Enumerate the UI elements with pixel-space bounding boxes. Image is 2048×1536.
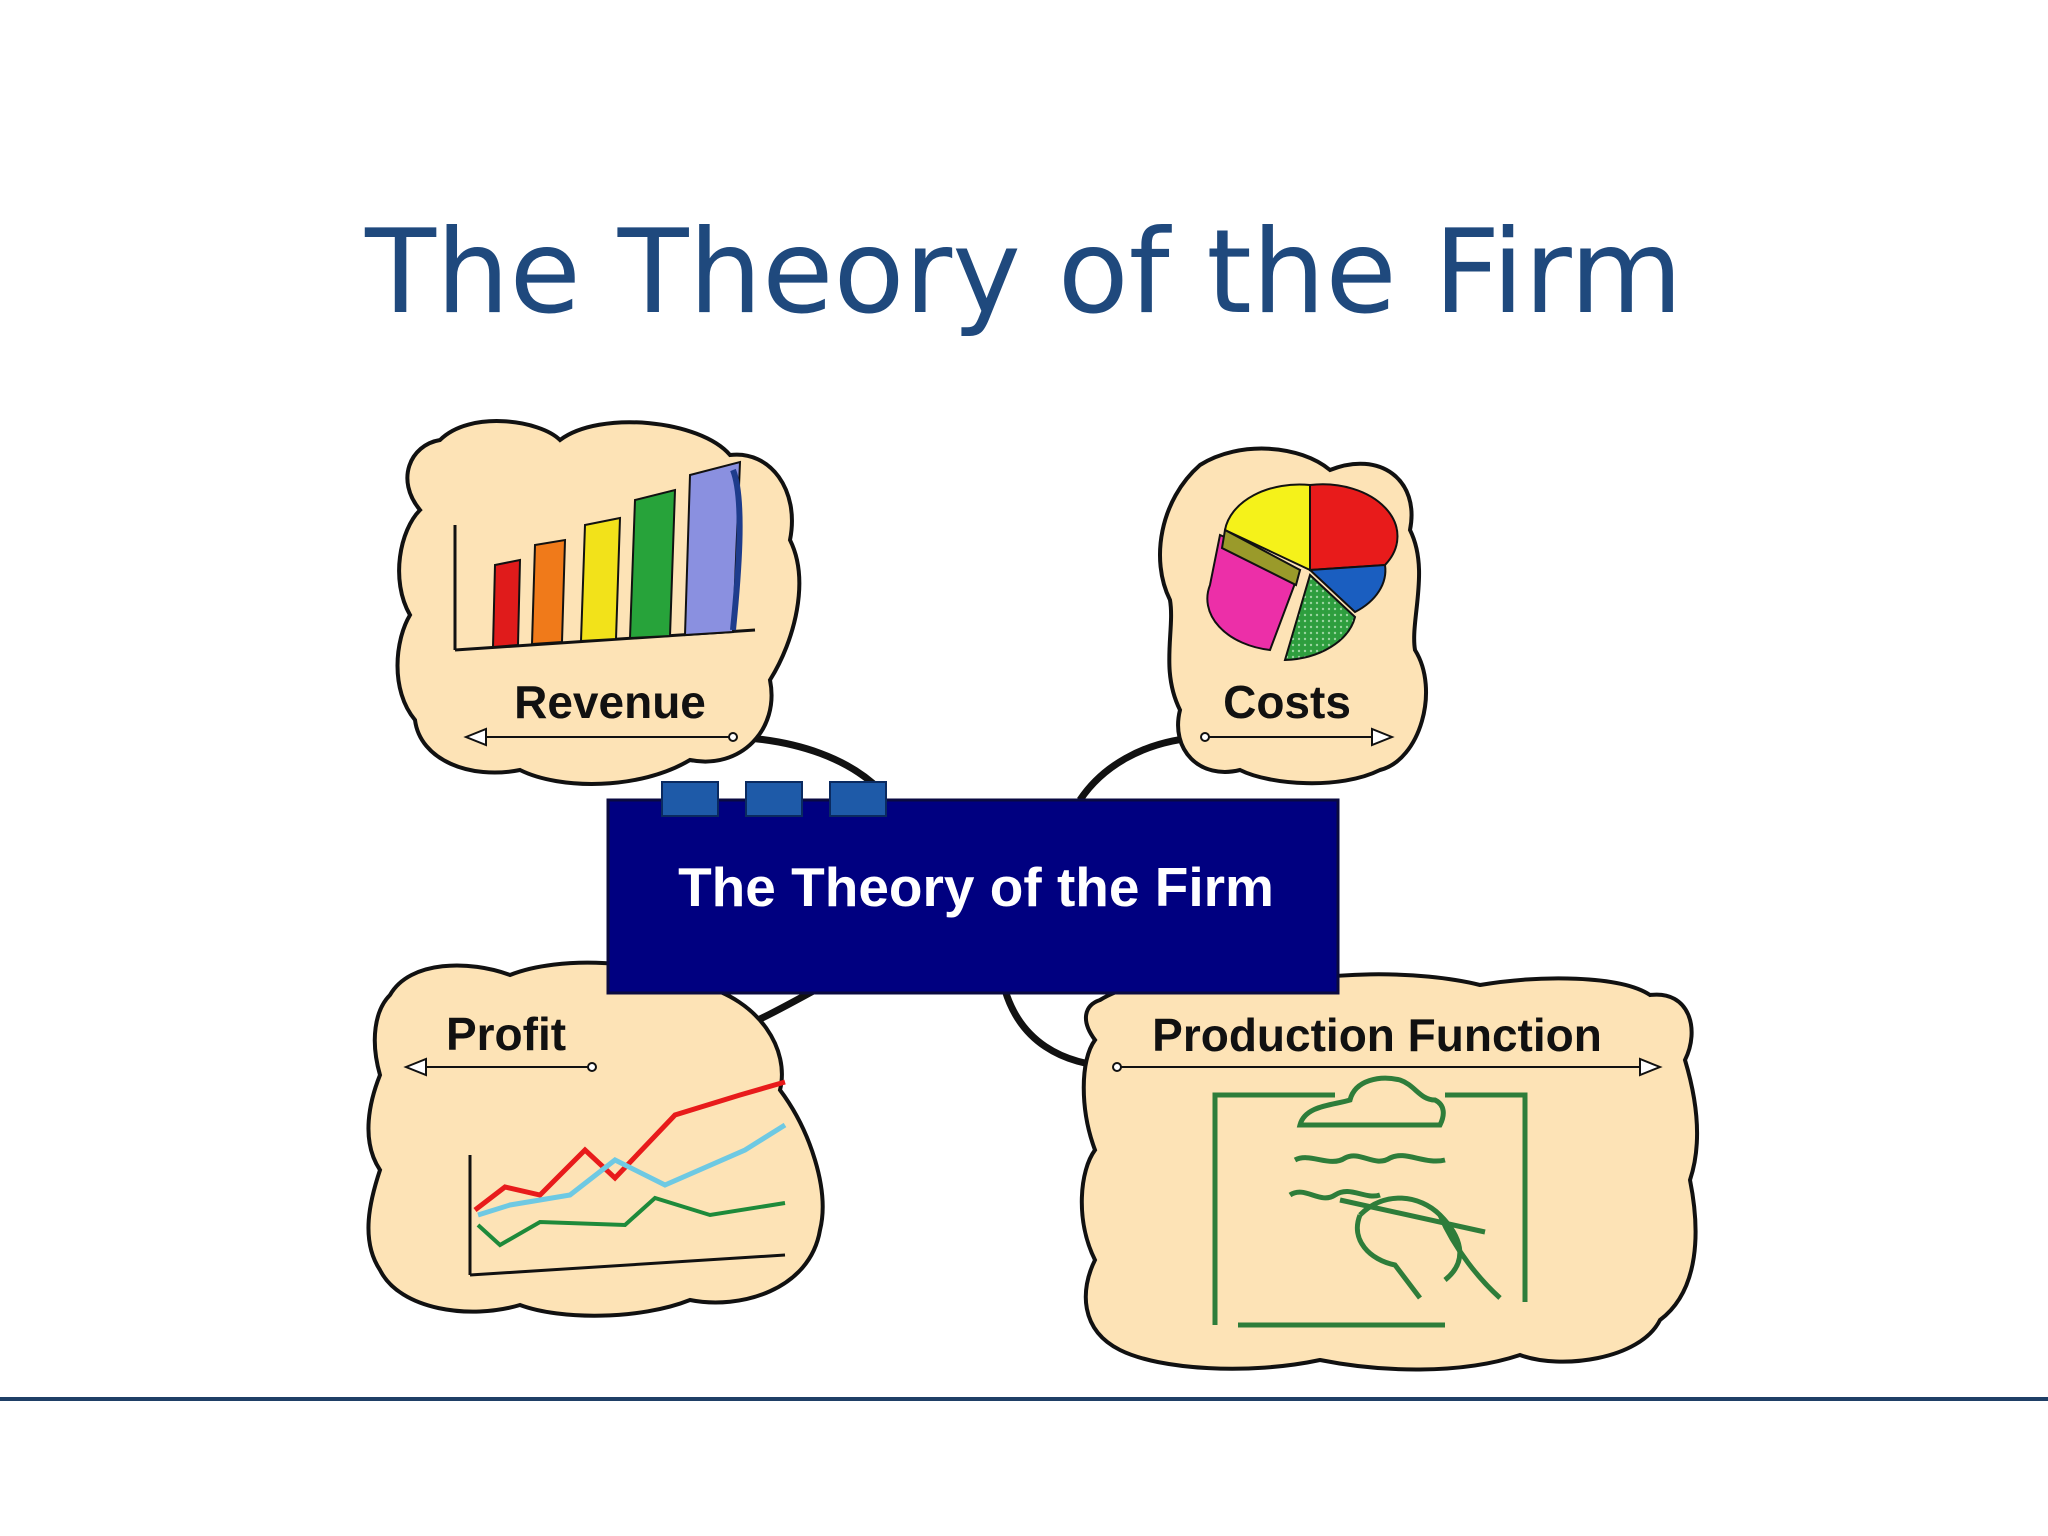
bar-chart-icon: [453, 460, 756, 652]
node-profit: Profit: [366, 960, 825, 1318]
revenue-arrow: [463, 727, 738, 747]
production-arrow: [1112, 1057, 1663, 1077]
production-cloud: [1079, 972, 1699, 1372]
profit-cloud: [366, 960, 825, 1318]
revenue-label: Revenue: [514, 676, 706, 728]
node-revenue: Revenue: [395, 419, 802, 786]
slide-title: The Theory of the Firm: [365, 205, 1683, 340]
profit-label: Profit: [446, 1008, 566, 1060]
pie-chart-icon: [1206, 483, 1399, 662]
center-node: The Theory of the Firm: [606, 781, 1340, 995]
center-label: The Theory of the Firm: [678, 856, 1274, 918]
profit-arrow: [403, 1057, 597, 1077]
production-function-label: Production Function: [1152, 1009, 1602, 1061]
center-box: [606, 798, 1340, 995]
node-costs: Costs: [1158, 446, 1429, 786]
costs-label: Costs: [1223, 676, 1351, 728]
footer-rule: [0, 1397, 2048, 1401]
clipboard-icon: [1212, 1075, 1528, 1328]
node-production-function: Production Function: [1079, 972, 1699, 1372]
costs-arrow: [1200, 727, 1395, 747]
line-chart-icon: [468, 1079, 787, 1277]
center-tabs: [661, 781, 887, 817]
